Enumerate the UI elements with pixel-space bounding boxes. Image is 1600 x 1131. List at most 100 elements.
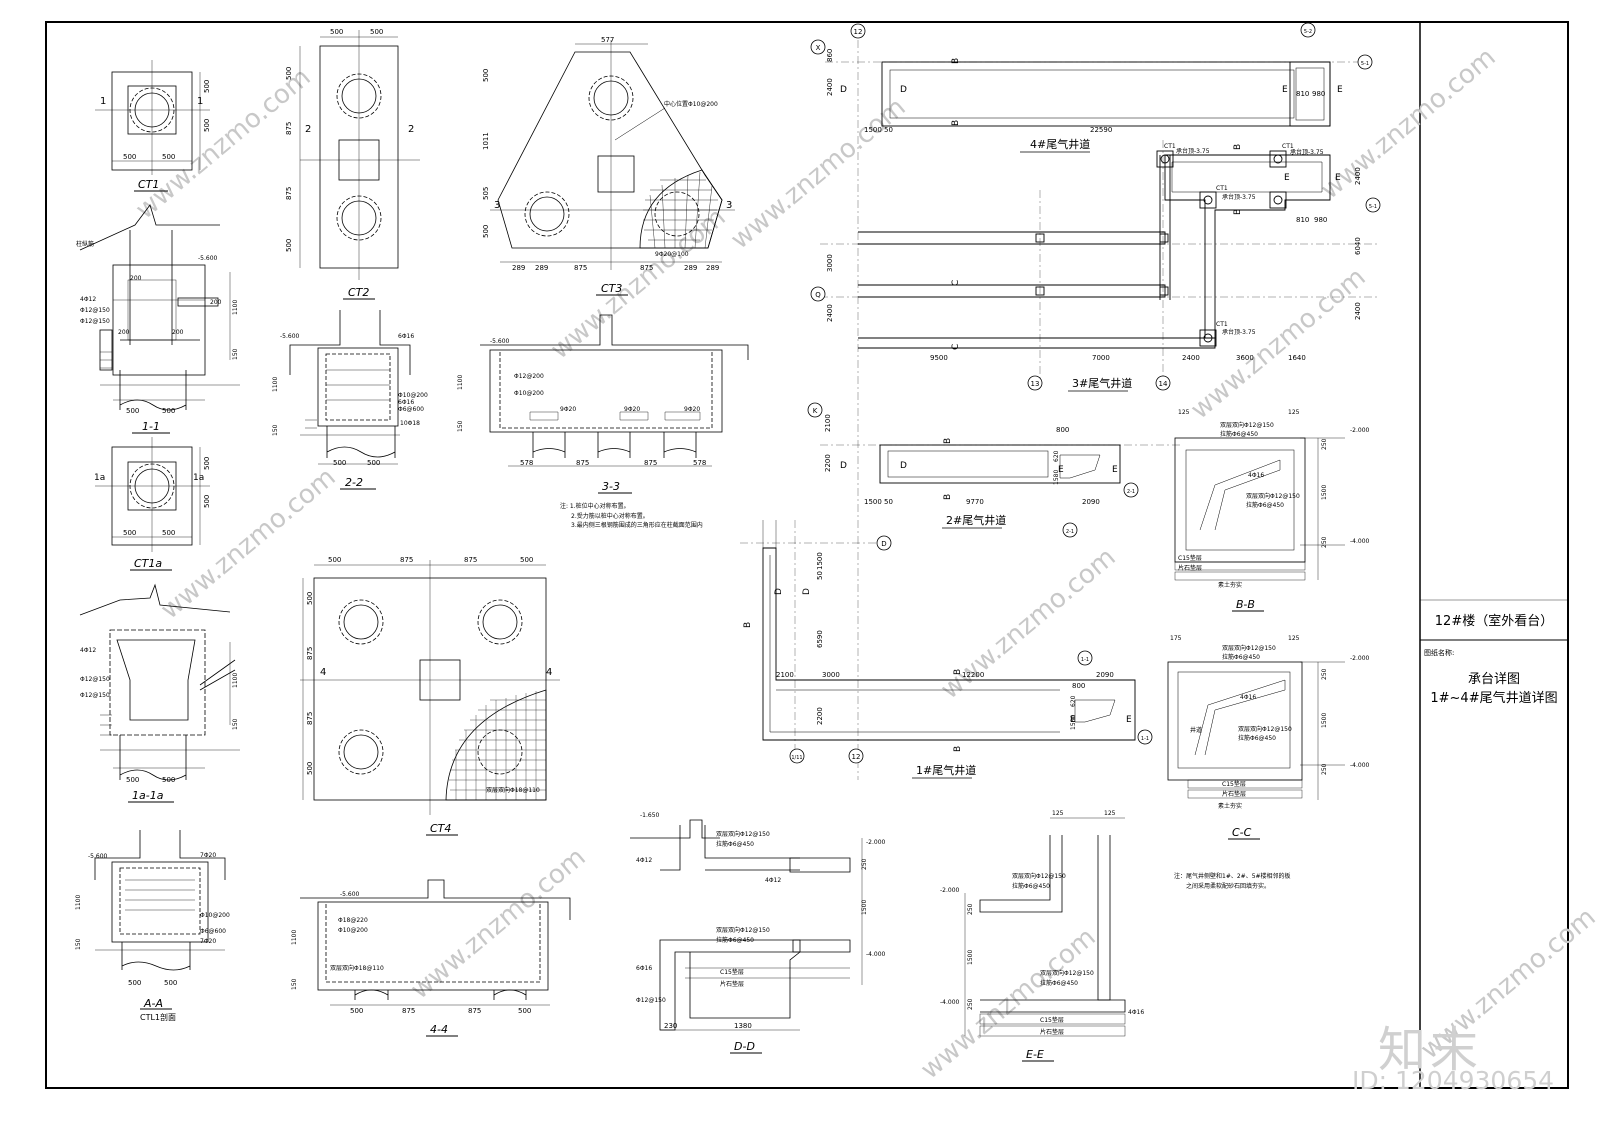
section-3-3 [480,314,749,467]
dim-label: 1640 [1288,354,1306,362]
rebar-label: 6Φ16 [398,399,414,406]
dim-label: 800 [1056,426,1069,434]
section-mark: B [953,669,963,675]
el-label: -2.000 [866,839,886,846]
el-label: 承台顶-3.75 [1176,147,1210,155]
rebar-label: 中心位置Φ10@200 [664,100,718,108]
dim-label: 620 [1070,695,1077,707]
grid-label: 12 [854,28,863,36]
dim-label: 1500 [864,498,882,506]
section-mark: 1 [100,96,106,107]
dim-label: 1100 [75,895,82,910]
rebar-label: 9Φ20 [684,406,700,413]
dim-label: 2200 [824,454,832,472]
dim-label: 500 [370,28,383,36]
dim-label: 7000 [1092,354,1110,362]
dim-label: 3000 [826,254,834,272]
rebar-label: 拉筋Φ6@450 [1222,653,1260,661]
dim-label: 2400 [826,304,834,322]
dim-label: 500 [123,153,136,161]
dim-label: 2200 [816,707,824,725]
rebar-label: 9Φ20 [624,406,640,413]
dim-label: 500 [162,529,175,537]
dim-label: 2400 [1182,354,1200,362]
dim-label: 500 [328,556,341,564]
dim-label: 150 [457,420,464,432]
rebar-label: 6Φ16 [636,965,652,972]
dim-label: 1100 [457,375,464,390]
section-mark: E [1070,715,1076,725]
detail-title-d-d: D-D [734,1040,755,1053]
rebar-label: 双层双向Φ12@150 [716,830,770,838]
dim-label: 620 [1053,450,1060,462]
rebar-label: 4Φ16 [1248,472,1264,479]
dim-label: 200 [172,329,184,336]
section-mark: B [951,58,961,64]
rebar-label: Φ10@200 [398,392,428,399]
rebar-label: 10Φ18 [400,420,420,427]
dim-label: 500 [330,28,343,36]
grid-label: Q [815,291,821,299]
pile-label: CT1 [1282,143,1294,150]
dim-label: 50 [816,571,824,580]
dim-label: 125 [1288,635,1300,642]
note-line: 之间采用柔软配砂石回填夯实。 [1186,882,1270,890]
section-mark: 4 [320,667,326,678]
dim-label: 150 [232,348,239,360]
dim-label: 1500 [864,126,882,134]
note-line: 2.受力筋以桩中心对称布置。 [571,512,649,520]
section-4-4 [300,879,571,1006]
el-label: -4.000 [1350,538,1370,545]
section-mark: B [951,120,961,126]
section-mark: B [1233,209,1243,215]
dim-label: 505 [482,187,490,200]
pile-label: CT1 [1164,143,1176,150]
el-label: -2.000 [940,887,960,894]
dim-label: 2100 [824,414,832,432]
el-label: -2.000 [1350,655,1370,662]
detail-title-ct1: CT1 [138,178,159,191]
dim-label: 500 [350,1007,363,1015]
dim-label: 1380 [734,1022,752,1030]
el-label: -5.600 [280,333,300,340]
dim-label: 1500 [1321,713,1328,728]
shaft2-plan [820,444,1180,484]
dim-label: 1580 [1070,715,1077,730]
rebar-label: 双层双向Φ18@110 [330,964,384,972]
detail-title-ct1a: CT1a [134,557,162,570]
section-a-a [94,830,226,971]
rebar-label: 4Φ16 [1240,694,1256,701]
grid-label: 5-2 [1304,29,1312,35]
section-1-1 [79,204,240,411]
section-mark: C [951,344,961,350]
rebar-label: 4Φ12 [80,296,96,303]
dim-label: 500 [518,1007,531,1015]
dim-label: 875 [644,459,657,467]
dim-label: 22590 [1090,126,1112,134]
dim-label: 500 [482,225,490,238]
rebar-label: 拉筋Φ6@450 [1012,882,1050,890]
rebar-label: Φ12@150 [80,692,110,699]
shaft4-title: 4#尾气井道 [1030,137,1090,151]
dim-label: 2090 [1082,498,1100,506]
section-mark: D [900,85,907,95]
dim-label: 250 [1321,668,1328,680]
grid-label: 5-1 [1369,204,1377,210]
dim-label: 577 [601,36,614,44]
dim-label: 800 [1072,682,1085,690]
detail-title-a-a: A-A [143,997,163,1010]
dim-label: 2400 [826,78,834,96]
drawing-title-line2: 1#~4#尾气井道详图 [1430,691,1558,706]
dim-label: 500 [333,459,346,467]
drawing-title-line1: 承台详图 [1467,672,1520,687]
dim-label: 250 [967,903,974,915]
rebar-label: 4Φ12 [80,647,96,654]
rebar-label: Φ12@150 [80,307,110,314]
rebar-label: Φ6@600 [398,406,424,413]
section-mark: D [774,588,784,595]
dim-label: 578 [520,459,533,467]
rebar-label: 双层双向Φ12@150 [1012,872,1066,880]
dim-label: 500 [482,69,490,82]
layer-label: 片石垫层 [1222,790,1246,798]
